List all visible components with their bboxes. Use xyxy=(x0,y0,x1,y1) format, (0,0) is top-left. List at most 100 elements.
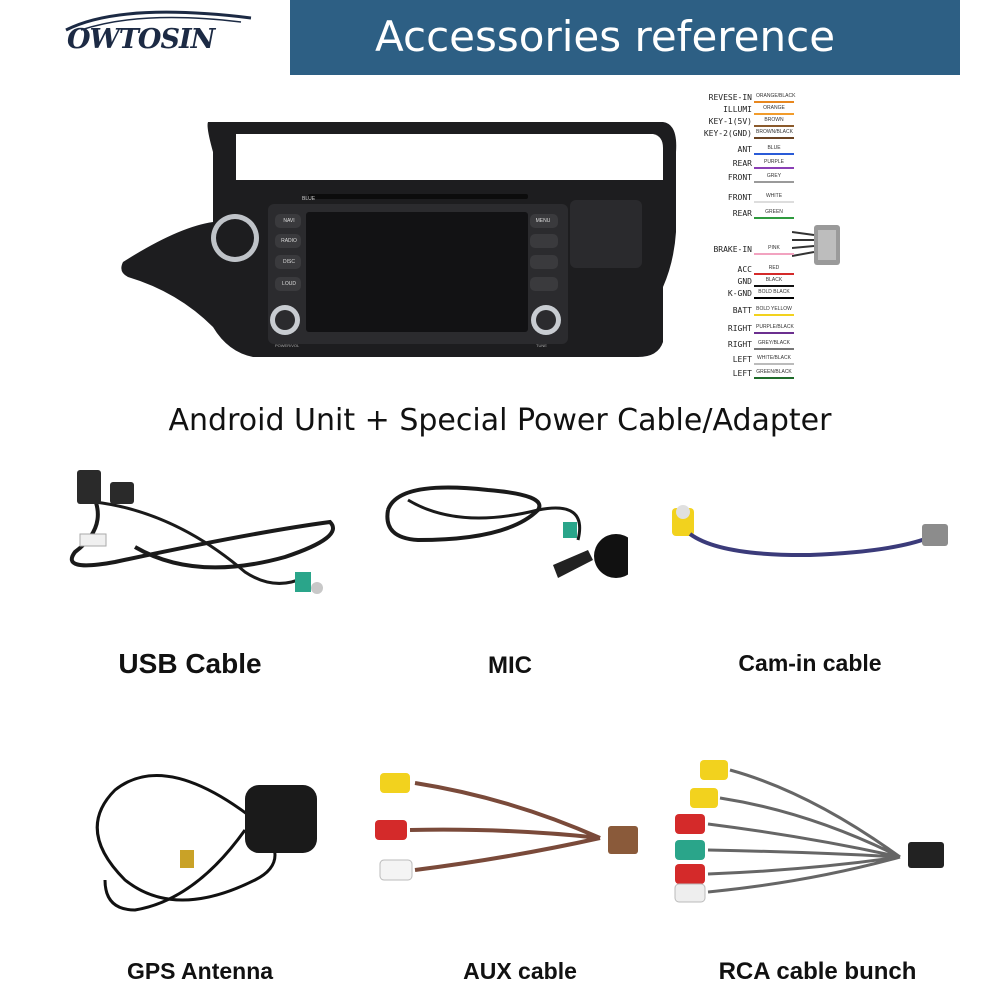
wire-function-label: KEY-2(GND) xyxy=(703,129,752,138)
brand-logo-text: OWTOSIN xyxy=(67,24,215,55)
wire-color-label: BROWN/BLACK xyxy=(756,129,793,135)
wire-line xyxy=(754,273,794,275)
top-label: BLUE xyxy=(302,196,316,202)
wire-line xyxy=(754,125,794,127)
wire-function-label: ACC xyxy=(737,265,752,274)
wire-color-label: WHITE/BLACK xyxy=(757,355,791,361)
wire-function-label: FRONT xyxy=(727,173,752,182)
wire-line xyxy=(754,314,794,316)
harness-connector xyxy=(792,225,840,265)
aux-cable-image xyxy=(375,773,638,881)
wire-row: ANT BLUE xyxy=(700,144,840,156)
wire-function-label: ILLUMI xyxy=(723,105,752,114)
wire-row: GND BLACK xyxy=(700,276,840,288)
wire-color-label: ORANGE xyxy=(763,105,785,111)
wire-color-label: GREY xyxy=(766,173,782,179)
button-loud-label: LOUD xyxy=(282,281,296,287)
wire-function-label: REAR xyxy=(732,159,752,168)
wire-color-label: BLACK xyxy=(765,277,783,283)
wire-color-label: BOLD YELLOW xyxy=(756,306,792,312)
wire-color-label: BLUE xyxy=(767,145,781,151)
wire-line xyxy=(754,153,794,155)
android-head-unit xyxy=(121,122,677,357)
wire-color-label: ORANGE/BLACK xyxy=(756,93,796,99)
wire-row: REAR PURPLE xyxy=(700,158,840,170)
brand-logo: OWTOSIN xyxy=(55,0,290,75)
gps-antenna-image xyxy=(95,774,317,912)
header-banner: OWTOSIN Accessories reference xyxy=(55,0,960,75)
button-menu-label: MENU xyxy=(535,218,551,224)
wire-line xyxy=(754,137,794,139)
wire-row: ILLUMI ORANGE xyxy=(700,104,840,116)
wire-color-label: GREEN/BLACK xyxy=(756,369,792,375)
wire-line xyxy=(754,217,794,219)
wiring-diagram: REVESE-IN ORANGE/BLACK ILLUMI ORANGE KEY-1(5… xyxy=(700,92,840,387)
accessory-label-mic: MIC xyxy=(488,652,532,679)
logo-swoosh-icon xyxy=(65,10,252,32)
button-navi-label: NAVI xyxy=(283,218,295,224)
button-disc-label: DISC xyxy=(283,259,295,265)
wire-line xyxy=(754,332,794,334)
wire-line xyxy=(754,253,794,255)
wire-function-label: REVESE-IN xyxy=(708,93,752,102)
wire-function-label: RIGHT xyxy=(727,340,752,349)
main-caption: Android Unit + Special Power Cable/Adapt… xyxy=(168,403,832,438)
wire-color-label: GREEN xyxy=(765,209,783,215)
knob-left-label: POWER/VOL xyxy=(275,343,300,348)
accessory-label-rca: RCA cable bunch xyxy=(718,958,917,985)
wire-color-label: GREY/BLACK xyxy=(758,340,790,346)
wire-row: LEFT WHITE/BLACK xyxy=(700,354,840,366)
wire-row: BRAKE-IN PINK xyxy=(700,244,840,256)
wire-row: REVESE-IN ORANGE/BLACK xyxy=(700,92,840,104)
wire-function-label: RIGHT xyxy=(727,324,752,333)
wire-line xyxy=(754,377,794,379)
wire-color-label: PURPLE xyxy=(763,159,784,165)
wire-color-label: PURPLE/BLACK xyxy=(756,324,794,330)
wire-color-label: BOLD BLACK xyxy=(758,289,790,295)
wire-function-label: BRAKE-IN xyxy=(713,245,752,254)
wire-line xyxy=(754,181,794,183)
wire-row: RIGHT GREY/BLACK xyxy=(700,339,840,351)
right-button-group xyxy=(530,214,558,291)
wire-line xyxy=(754,348,794,350)
wire-line xyxy=(754,363,794,365)
wire-row: REAR GREEN xyxy=(700,208,840,220)
wire-row: FRONT GREY xyxy=(700,172,840,184)
wire-function-label: KEY-1(5V) xyxy=(708,117,752,126)
wire-row: FRONT WHITE xyxy=(700,192,840,204)
wire-color-label: PINK xyxy=(768,245,780,251)
accessory-label-usb: USB Cable xyxy=(118,648,262,679)
wire-function-label: LEFT xyxy=(732,355,752,364)
button-radio-label: RADIO xyxy=(281,238,297,244)
wire-function-label: BATT xyxy=(732,306,752,315)
wire-line xyxy=(754,201,794,203)
rca-cable-bunch-image xyxy=(674,760,944,903)
wire-line xyxy=(754,297,794,299)
wire-function-label: ANT xyxy=(737,145,752,154)
wire-row: RIGHT PURPLE/BLACK xyxy=(700,323,840,335)
page-title: Accessories reference xyxy=(375,12,836,61)
wire-row: KEY-2(GND) BROWN/BLACK xyxy=(700,128,840,140)
accessory-label-aux: AUX cable xyxy=(463,958,577,984)
wire-color-label: WHITE xyxy=(765,193,783,199)
wire-function-label: K-GND xyxy=(727,289,752,298)
left-button-group xyxy=(275,214,301,291)
wire-row: ACC RED xyxy=(700,264,840,276)
wire-row: KEY-1(5V)BROWN xyxy=(700,116,840,128)
mic-image xyxy=(385,485,628,578)
wire-line xyxy=(754,167,794,169)
usb-cable-image xyxy=(69,470,335,594)
wire-line xyxy=(754,285,794,287)
wire-color-label: RED xyxy=(768,265,780,271)
accessory-label-cam-in: Cam-in cable xyxy=(738,650,882,676)
wire-function-label: FRONT xyxy=(727,193,752,202)
accessory-label-gps: GPS Antenna xyxy=(126,958,274,984)
wire-function-label: GND xyxy=(737,277,752,286)
wire-row: BATT BOLD YELLOW xyxy=(700,305,840,317)
display-screen xyxy=(306,212,528,332)
wire-function-label: LEFT xyxy=(732,369,752,378)
wire-function-label: REAR xyxy=(732,209,752,218)
knob-right-label: TUNE xyxy=(536,343,547,348)
wire-line xyxy=(754,113,794,115)
wire-line xyxy=(754,101,794,103)
